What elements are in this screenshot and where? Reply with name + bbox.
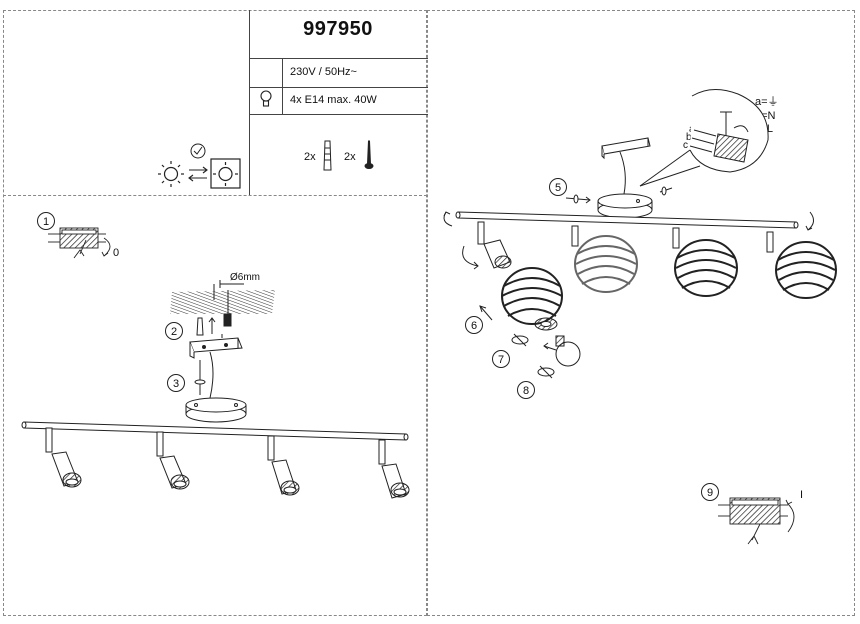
spotlights-left (45, 427, 410, 499)
wiring-legend-earth: a=⏚ (755, 96, 779, 108)
spotlight-bar-left (21, 421, 409, 441)
ceiling-hatch (170, 290, 275, 314)
step-5-marker: 5 (549, 178, 567, 196)
rotate-arrows-icon (443, 211, 814, 270)
step-7-marker: 7 (492, 350, 510, 368)
screw-icon (364, 140, 374, 169)
voltage-spec: 230V / 50Hz~ (290, 66, 357, 78)
drill-bit-icon (213, 280, 244, 327)
dowel-screws-step2 (196, 317, 223, 338)
header-divider (3, 195, 427, 196)
terminal-block-step9 (718, 497, 795, 545)
spotlight-bar-right (455, 211, 799, 229)
switch-on-label: I (800, 489, 804, 501)
wire-letter-c: c (683, 140, 688, 151)
spec-table (249, 10, 428, 195)
mounting-bracket-left (189, 337, 243, 359)
wire-cage-shades (501, 235, 837, 325)
wire-letter-b: b (686, 132, 692, 143)
step-2-marker: 2 (165, 322, 183, 340)
swap-arrows-icon (188, 166, 208, 182)
lamp-parts-steps-6-8 (479, 305, 581, 379)
sun-in-box-icon (210, 158, 241, 189)
mounting-bracket-right (601, 137, 651, 195)
bulb-spec: 4x E14 max. 40W (290, 94, 377, 106)
product-number: 997950 (303, 18, 373, 40)
right-panel-frame (427, 10, 855, 616)
ceiling-canopy-left (185, 397, 247, 423)
wall-plug-icon (323, 140, 332, 171)
step-1-marker: 1 (37, 212, 55, 230)
screw-step3 (194, 351, 214, 399)
step-3-marker: 3 (167, 374, 185, 392)
step-8-marker: 8 (517, 381, 535, 399)
spotlights-right (477, 221, 774, 269)
wiring-detail-bubble (639, 89, 769, 187)
ceiling-canopy-right (597, 193, 653, 219)
screw-step5 (565, 186, 673, 204)
screw-quantity: 2x (344, 151, 356, 163)
terminal-block-step1 (48, 227, 111, 259)
left-panel-frame (3, 10, 427, 616)
sun-icon (158, 161, 184, 187)
step-9-marker: 9 (701, 483, 719, 501)
dowel-quantity: 2x (304, 151, 316, 163)
step-6-marker: 6 (465, 316, 483, 334)
check-icon (190, 143, 206, 159)
switch-off-label: 0 (113, 247, 120, 259)
drill-diameter-label: Ø6mm (230, 272, 260, 283)
light-bulb-icon (260, 90, 272, 107)
